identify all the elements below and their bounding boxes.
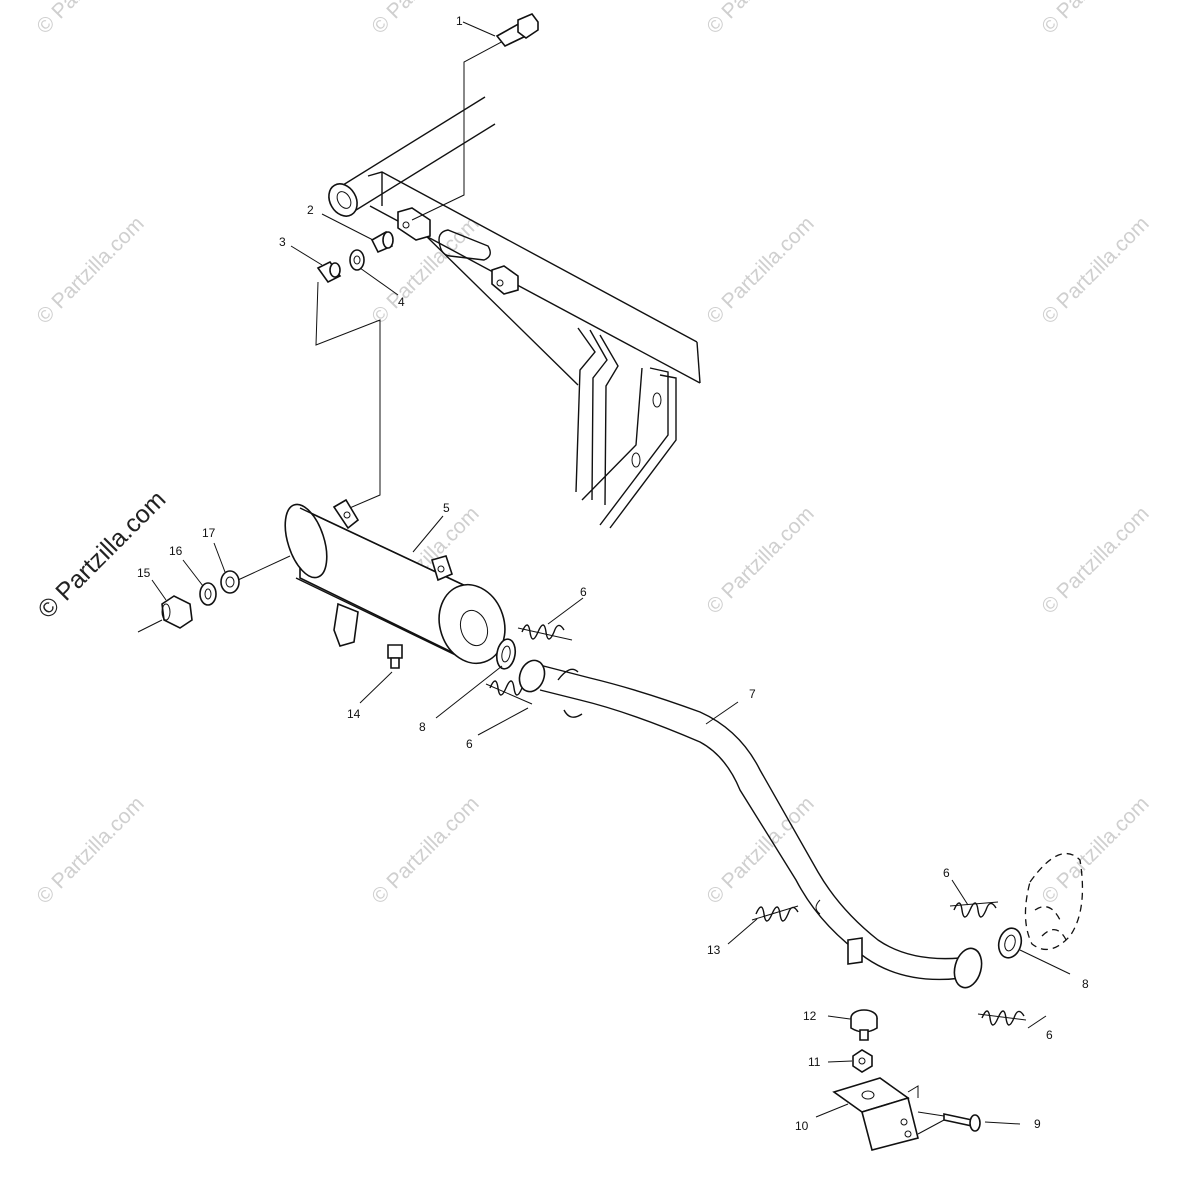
callout-12: 12 bbox=[803, 1009, 817, 1023]
gasket-part-8b bbox=[997, 927, 1023, 959]
bracket-part-10 bbox=[832, 1077, 919, 1151]
grommet-part-12 bbox=[850, 1009, 878, 1041]
callout-3: 3 bbox=[279, 235, 286, 249]
callout-10: 10 bbox=[795, 1119, 809, 1133]
callout-5: 5 bbox=[443, 501, 450, 515]
callout-6d: 6 bbox=[1046, 1028, 1053, 1042]
watermark: © Partzilla.com bbox=[702, 792, 818, 908]
callout-15: 15 bbox=[137, 566, 151, 580]
callout-6b: 6 bbox=[466, 737, 473, 751]
watermark: © Partzilla.com bbox=[1037, 502, 1153, 618]
washer-part-17 bbox=[220, 570, 240, 594]
watermark: © Partzilla.com bbox=[702, 0, 818, 39]
callout-17: 17 bbox=[202, 526, 216, 540]
washer-part-4 bbox=[349, 249, 365, 271]
drain-screw-part-14 bbox=[387, 644, 403, 669]
watermark: © Partzilla.com bbox=[367, 0, 483, 39]
spring-part-6d bbox=[977, 1010, 1027, 1026]
bolt-part-1 bbox=[495, 13, 539, 47]
callout-6a: 6 bbox=[580, 585, 587, 599]
spring-part-13 bbox=[751, 905, 799, 922]
callout-6c: 6 bbox=[943, 866, 950, 880]
bushing-part-2 bbox=[370, 230, 394, 254]
watermark: © Partzilla.com bbox=[1037, 212, 1153, 328]
callout-4: 4 bbox=[398, 295, 405, 309]
brand-label: © Partzilla.com bbox=[32, 485, 171, 624]
callout-13: 13 bbox=[707, 943, 721, 957]
callout-14: 14 bbox=[347, 707, 361, 721]
watermark: © Partzilla.com bbox=[32, 792, 148, 908]
assembly-lines bbox=[237, 31, 521, 581]
spring-part-6c bbox=[949, 901, 999, 918]
screw-part-9 bbox=[917, 1111, 981, 1135]
spring-part-6a bbox=[517, 624, 573, 641]
washer-part-16 bbox=[199, 582, 217, 606]
callout-leaders bbox=[151, 21, 1071, 1125]
callout-1: 1 bbox=[456, 14, 463, 28]
muffler-part-5 bbox=[284, 498, 506, 665]
watermark: © Partzilla.com bbox=[702, 212, 818, 328]
callout-9: 9 bbox=[1034, 1117, 1041, 1131]
callout-8b: 8 bbox=[1082, 977, 1089, 991]
watermark: © Partzilla.com bbox=[702, 502, 818, 618]
nut-part-15 bbox=[161, 595, 193, 629]
watermark: © Partzilla.com bbox=[32, 0, 148, 39]
spacer-part-3 bbox=[316, 260, 342, 284]
callout-2: 2 bbox=[307, 203, 314, 217]
callout-16: 16 bbox=[169, 544, 183, 558]
cylinder-flange-outline bbox=[1024, 852, 1084, 951]
nut-part-11 bbox=[852, 1049, 873, 1073]
watermark: © Partzilla.com bbox=[1037, 792, 1153, 908]
callout-8a: 8 bbox=[419, 720, 426, 734]
frame-drawing bbox=[328, 96, 701, 529]
callout-11: 11 bbox=[808, 1055, 821, 1069]
watermark: © Partzilla.com bbox=[32, 212, 148, 328]
gasket-part-8 bbox=[495, 638, 517, 670]
watermark: © Partzilla.com bbox=[367, 792, 483, 908]
watermark: © Partzilla.com bbox=[1037, 0, 1153, 39]
callout-labels: 1 2 3 4 5 6 6 6 6 7 8 8 9 10 11 12 13 14… bbox=[137, 14, 1089, 1133]
callout-7: 7 bbox=[749, 687, 756, 701]
head-pipe-part-7 bbox=[518, 659, 983, 989]
